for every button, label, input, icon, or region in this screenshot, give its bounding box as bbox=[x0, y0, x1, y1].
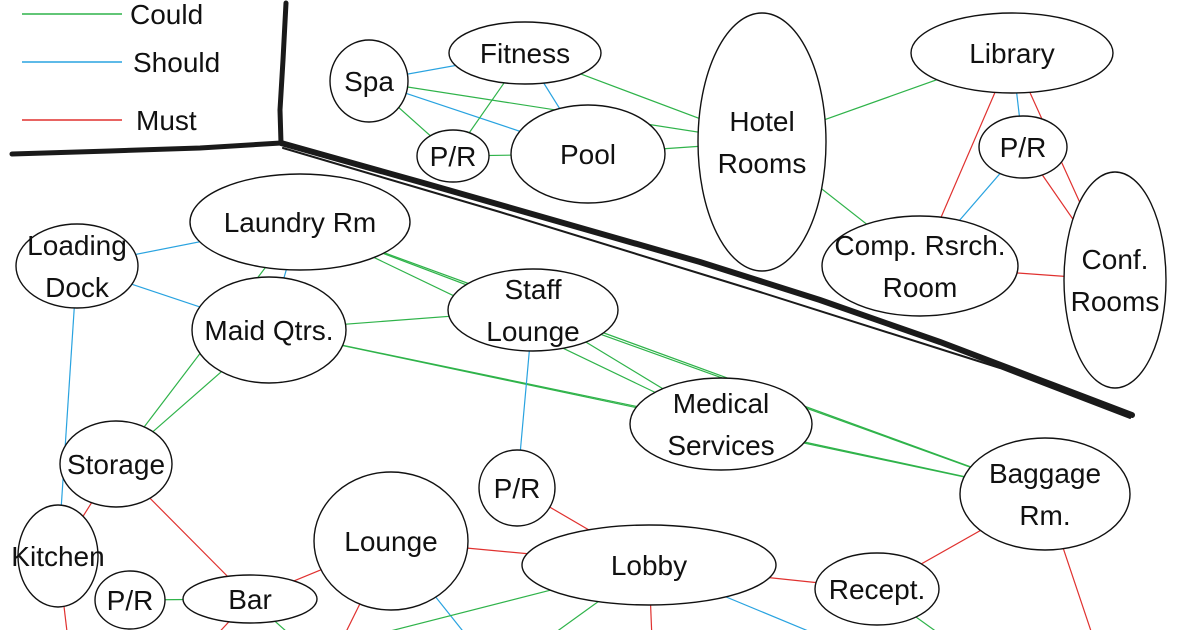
legend-item-must: Must bbox=[22, 105, 197, 136]
node-hotel-rooms-label: Rooms bbox=[718, 148, 807, 179]
zone-dividers bbox=[9, 0, 1135, 419]
node-kitchen-shape bbox=[17, 504, 99, 608]
node-laundry: Laundry Rm bbox=[189, 173, 411, 271]
node-bar: Bar bbox=[182, 574, 318, 624]
node-fitness-label: Fitness bbox=[480, 38, 570, 69]
node-pr-right-shape bbox=[978, 115, 1068, 179]
node-conf-rooms: Conf. Rooms bbox=[1063, 171, 1167, 389]
node-medical-shape bbox=[629, 377, 813, 471]
legend-label-should: Should bbox=[133, 47, 220, 78]
node-spa-shape bbox=[329, 39, 409, 123]
node-pool-label: Pool bbox=[560, 139, 616, 170]
node-bar-shape bbox=[182, 574, 318, 624]
node-conf-rooms-label: Conf. bbox=[1082, 244, 1149, 275]
node-staff-lounge-label: Lounge bbox=[486, 316, 579, 347]
node-baggage-label: Rm. bbox=[1019, 500, 1070, 531]
node-lobby-label: Lobby bbox=[611, 550, 687, 581]
node-fitness-shape bbox=[448, 21, 602, 85]
edge-laundry-to-baggage bbox=[299, 221, 1046, 495]
node-pr-bottom: P/R bbox=[94, 570, 166, 630]
node-baggage-label: Baggage bbox=[989, 458, 1101, 489]
node-hotel-rooms-label: Hotel bbox=[729, 106, 794, 137]
vertical-divider-stroke bbox=[277, 0, 289, 146]
node-library: Library bbox=[910, 12, 1114, 94]
node-recept-label: Recept. bbox=[829, 574, 926, 605]
node-library-label: Library bbox=[969, 38, 1055, 69]
node-comp-rsrch-label: Room bbox=[883, 272, 958, 303]
node-loading-dock-label: Loading bbox=[27, 230, 127, 261]
node-pool: Pool bbox=[510, 104, 666, 204]
legend-label-must: Must bbox=[136, 105, 197, 136]
node-spa-label: Spa bbox=[344, 66, 394, 97]
node-pr-top: P/R bbox=[416, 129, 490, 183]
node-maid-qtrs-shape bbox=[191, 276, 347, 384]
legend-label-could: Could bbox=[130, 0, 203, 30]
node-medical-label: Medical bbox=[673, 388, 769, 419]
node-fitness: Fitness bbox=[448, 21, 602, 85]
diagonal-divider-stroke bbox=[278, 140, 1135, 418]
node-conf-rooms-label: Rooms bbox=[1071, 286, 1160, 317]
node-storage-shape bbox=[59, 420, 173, 508]
node-lounge-shape bbox=[313, 471, 469, 611]
node-storage-label: Storage bbox=[67, 449, 165, 480]
node-comp-rsrch-label: Comp. Rsrch. bbox=[834, 230, 1005, 261]
node-pr-bottom-label: P/R bbox=[107, 585, 154, 616]
node-comp-rsrch: Comp. Rsrch. Room bbox=[821, 215, 1019, 317]
node-pr-mid: P/R bbox=[478, 449, 556, 527]
node-pr-right: P/R bbox=[978, 115, 1068, 179]
node-pr-top-shape bbox=[416, 129, 490, 183]
node-medical-label: Services bbox=[667, 430, 774, 461]
node-maid-qtrs-label: Maid Qtrs. bbox=[204, 315, 333, 346]
legend-item-should: Should bbox=[22, 47, 220, 78]
node-bar-label: Bar bbox=[228, 584, 272, 615]
node-recept: Recept. bbox=[814, 552, 940, 626]
node-baggage-shape bbox=[959, 437, 1131, 551]
node-maid-qtrs: Maid Qtrs. bbox=[191, 276, 347, 384]
node-loading-dock-shape bbox=[15, 223, 139, 309]
node-lobby: Lobby bbox=[521, 524, 777, 606]
node-spa: Spa bbox=[329, 39, 409, 123]
node-pr-top-label: P/R bbox=[430, 141, 477, 172]
node-laundry-label: Laundry Rm bbox=[224, 207, 377, 238]
diagonal-divider-stroke-thin bbox=[282, 147, 1131, 419]
node-library-shape bbox=[910, 12, 1114, 94]
node-loading-dock-label: Dock bbox=[45, 272, 110, 303]
node-conf-rooms-shape bbox=[1063, 171, 1167, 389]
node-comp-rsrch-shape bbox=[821, 215, 1019, 317]
node-pr-mid-shape bbox=[478, 449, 556, 527]
node-hotel-rooms-shape bbox=[697, 12, 827, 272]
node-pr-bottom-shape bbox=[94, 570, 166, 630]
node-staff-lounge-shape bbox=[447, 268, 619, 352]
node-lounge-label: Lounge bbox=[344, 526, 437, 557]
node-lobby-shape bbox=[521, 524, 777, 606]
horizontal-divider-stroke bbox=[9, 140, 284, 157]
node-kitchen: Kitchen bbox=[11, 504, 105, 608]
node-pool-shape bbox=[510, 104, 666, 204]
node-storage: Storage bbox=[59, 420, 173, 508]
node-laundry-shape bbox=[189, 173, 411, 271]
node-staff-lounge-label: Staff bbox=[504, 274, 561, 305]
node-pr-mid-label: P/R bbox=[494, 473, 541, 504]
legend-item-could: Could bbox=[22, 0, 203, 30]
node-kitchen-label: Kitchen bbox=[11, 541, 104, 572]
node-pr-right-label: P/R bbox=[1000, 132, 1047, 163]
node-recept-shape bbox=[814, 552, 940, 626]
node-lounge: Lounge bbox=[313, 471, 469, 611]
